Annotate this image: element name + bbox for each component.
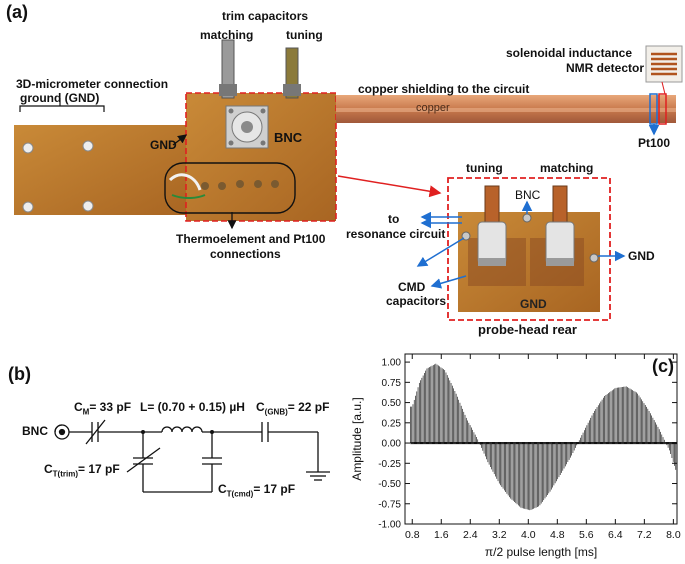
x-tick-label: 2.4 bbox=[463, 529, 478, 541]
x-tick-label: 4.0 bbox=[521, 529, 536, 541]
solenoid-label-2: NMR detector bbox=[566, 61, 645, 75]
y-tick-label: -0.25 bbox=[378, 459, 401, 470]
board-gnd-label: GND bbox=[520, 297, 547, 311]
cm-label: CM= 33 pF bbox=[74, 400, 132, 417]
bnc-connector bbox=[225, 105, 269, 149]
probe-head-rear-caption: probe-head rear bbox=[478, 322, 577, 337]
to-label-2: resonance circuit bbox=[346, 227, 446, 241]
y-tick-label: 1.00 bbox=[382, 358, 402, 369]
cgnb-label: C(GNB)= 22 pF bbox=[256, 400, 330, 417]
panel-c-tag: (c) bbox=[652, 356, 674, 376]
cmd-label-1: CMD bbox=[398, 280, 426, 294]
y-tick-label: -0.50 bbox=[378, 479, 401, 490]
thermo-label-2: connections bbox=[210, 247, 281, 261]
inset-matching-label: matching bbox=[540, 161, 594, 175]
y-tick-label: 0.00 bbox=[382, 439, 402, 450]
y-tick-label: 0.50 bbox=[382, 398, 402, 409]
x-tick-label: 1.6 bbox=[434, 529, 449, 541]
inset-gnd-right-label: GND bbox=[628, 249, 655, 263]
panel-a-tag: (a) bbox=[6, 2, 28, 22]
thermo-label-1: Thermoelement and Pt100 bbox=[176, 232, 326, 246]
trim-capacitor-cables bbox=[219, 39, 301, 99]
x-tick-label: 4.8 bbox=[550, 529, 565, 541]
y-tick-label: 0.25 bbox=[382, 418, 402, 429]
inset-tuning-label: tuning bbox=[466, 161, 503, 175]
ctrim-label: CT(trim)= 17 pF bbox=[44, 462, 120, 479]
gnd-left-label: GND bbox=[150, 138, 177, 152]
ccmd-label: CT(cmd)= 17 pF bbox=[218, 482, 296, 499]
circuit-diagram bbox=[54, 419, 330, 493]
ground-plate bbox=[14, 125, 194, 215]
trim-capacitors-label: trim capacitors bbox=[222, 9, 309, 23]
micrometer-label-1: 3D-micrometer connection bbox=[16, 77, 169, 91]
x-tick-label: 0.8 bbox=[405, 529, 420, 541]
pt100-label: Pt100 bbox=[638, 136, 671, 150]
mounting-holes bbox=[22, 140, 94, 213]
solenoid-label-1: solenoidal inductance bbox=[506, 46, 633, 60]
micrometer-label-2: ground (GND) bbox=[20, 91, 100, 105]
signal-traces bbox=[410, 363, 677, 511]
x-axis-label: π/2 pulse length [ms] bbox=[485, 545, 597, 559]
to-label-1: to bbox=[388, 212, 400, 226]
x-tick-label: 8.0 bbox=[666, 529, 681, 541]
y-tick-label: 0.75 bbox=[382, 378, 402, 389]
x-tick-label: 5.6 bbox=[579, 529, 594, 541]
x-tick-label: 6.4 bbox=[608, 529, 623, 541]
y-axis-label: Amplitude [a.u.] bbox=[350, 397, 364, 480]
plot-frame bbox=[404, 353, 678, 525]
matching-label: matching bbox=[200, 28, 254, 42]
probe-photo bbox=[14, 39, 683, 321]
copper-tape-label: copper bbox=[416, 102, 450, 114]
circuit-bnc-label: BNC bbox=[22, 424, 48, 438]
thermo-outline bbox=[164, 162, 296, 214]
y-tick-label: -0.75 bbox=[378, 499, 401, 510]
bnc-label: BNC bbox=[274, 130, 303, 145]
thermo-pads bbox=[201, 180, 279, 190]
main-board-highlight bbox=[185, 92, 337, 222]
inset-bnc-label: BNC bbox=[515, 188, 541, 202]
x-tick-label: 7.2 bbox=[637, 529, 652, 541]
trimmer-capacitors bbox=[477, 185, 575, 266]
copper-shielding-label: copper shielding to the circuit bbox=[358, 82, 530, 96]
panel-b-tag: (b) bbox=[8, 364, 31, 384]
x-tick-label: 3.2 bbox=[492, 529, 507, 541]
cmd-label-2: capacitors bbox=[386, 294, 447, 308]
inductance-label: L= (0.70 + 0.15) µH bbox=[140, 400, 245, 414]
nutation-chart: -1.00 -0.75 -0.50 -0.25 0.00 0.25 0.50 0.75 1.00… bbox=[350, 353, 681, 559]
y-tick-label: -1.00 bbox=[378, 520, 401, 531]
solenoid-image bbox=[645, 45, 683, 83]
tuning-label: tuning bbox=[286, 28, 323, 42]
